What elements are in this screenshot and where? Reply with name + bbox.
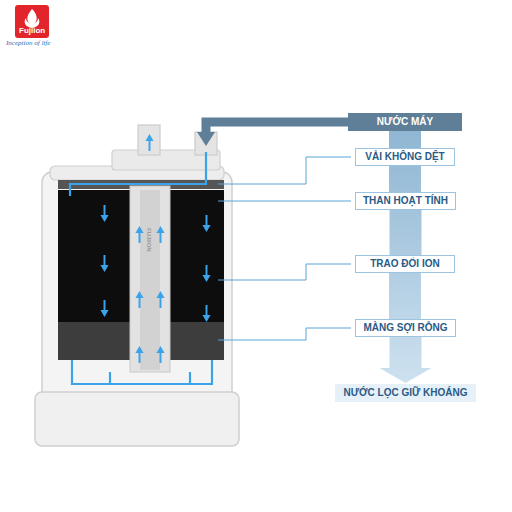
layer-label-box: TRAO ĐỔI ION — [355, 255, 455, 273]
flow-arrow — [202, 265, 210, 282]
hollow-fiber-tube — [130, 186, 170, 372]
flow-band — [390, 210, 422, 255]
layer-label: NƯỚC MÁY — [377, 116, 433, 128]
flow-arrow — [100, 255, 108, 272]
flow-arrow — [135, 291, 143, 308]
feed-line — [206, 122, 350, 134]
layer-label: VẢI KHÔNG DỆT — [365, 151, 444, 163]
flow-band: NƯỚC LỌC GIỮ KHOÁNG — [335, 384, 476, 402]
activated-carbon-right — [170, 190, 224, 322]
activated-carbon-left — [58, 190, 130, 322]
leader-lines — [218, 157, 351, 340]
flow-arrow — [145, 134, 153, 151]
layer-label: NƯỚC LỌC GIỮ KHOÁNG — [343, 387, 467, 399]
flow-arrow — [135, 346, 143, 363]
feed-arrowhead — [197, 132, 215, 146]
flow-arrow — [100, 300, 108, 317]
flow-band — [389, 131, 421, 148]
flow-band — [389, 166, 421, 192]
tagline: Inception of life — [6, 39, 50, 48]
layer-label: THAN HOẠT TÍNH — [363, 195, 448, 207]
flow-path — [70, 152, 206, 196]
tube-core — [140, 190, 160, 370]
ion-exchange-right — [170, 322, 224, 360]
flow-band — [380, 337, 432, 383]
flow-arrow — [202, 305, 210, 322]
outlet-pipe — [138, 125, 160, 155]
flow-path — [110, 372, 190, 384]
flow-arrow — [135, 226, 143, 243]
ion-exchange-left — [58, 322, 130, 360]
tube-brand: FUJIION — [145, 228, 153, 252]
layer-label-box: MÀNG SỢI RỖNG — [355, 319, 456, 337]
flow-band — [389, 273, 421, 319]
logo-text: Fujiion — [19, 26, 45, 36]
flow-path — [72, 360, 212, 384]
flow-band: NƯỚC MÁY — [348, 113, 462, 131]
flow-arrow — [202, 215, 210, 232]
layer-label-box: VẢI KHÔNG DỆT — [355, 148, 455, 166]
layer-label: MÀNG SỢI RỖNG — [363, 322, 447, 334]
flow-arrow — [156, 346, 164, 363]
flow-arrow — [156, 226, 164, 243]
flow-arrow — [100, 205, 108, 222]
logo-flame — [25, 9, 40, 28]
layer-label-box: THAN HOẠT TÍNH — [355, 192, 456, 210]
housing — [42, 172, 232, 410]
inlet-pipe — [195, 132, 217, 155]
logo-square — [15, 5, 49, 38]
flow-arrow — [156, 291, 164, 308]
housing-base — [35, 392, 239, 446]
layer-label: TRAO ĐỔI ION — [370, 258, 439, 270]
